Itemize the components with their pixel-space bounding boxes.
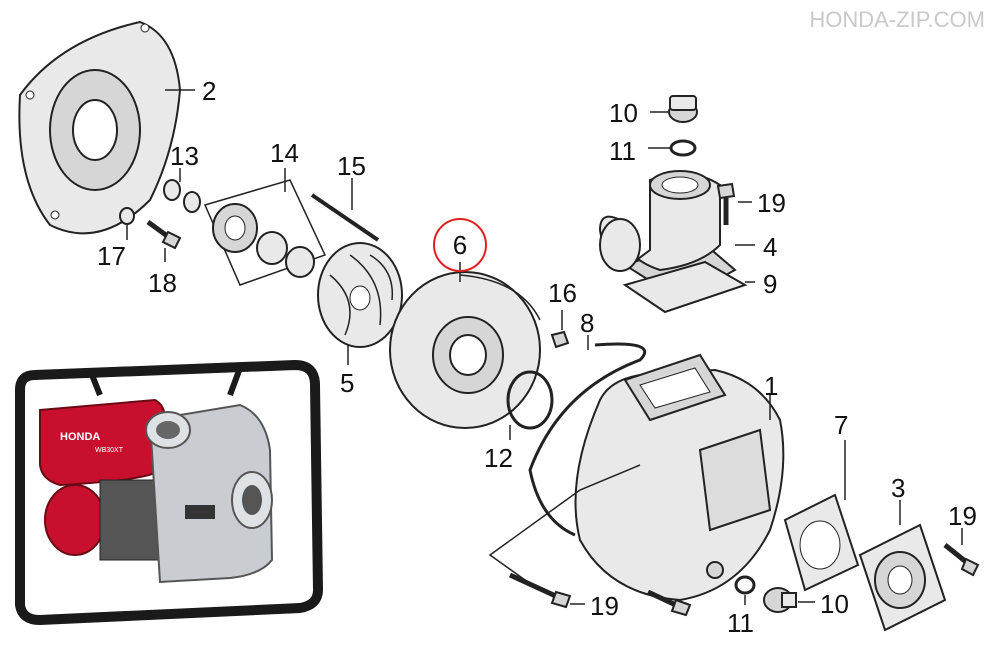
part-mechanical-seal[interactable] (203, 179, 327, 286)
part-washer[interactable] (119, 207, 135, 225)
part-bolt-19-upper[interactable] (716, 182, 736, 225)
callout-6[interactable]: 6 (453, 230, 467, 260)
callout-14: 14 (270, 138, 299, 168)
callout-11-lower: 11 (727, 608, 754, 638)
callout-19-upper: 19 (757, 188, 786, 218)
callout-2: 2 (202, 76, 216, 106)
part-drain-plug[interactable] (763, 587, 797, 613)
callout-16: 16 (548, 278, 577, 308)
callout-9: 9 (763, 269, 777, 299)
product-brand: HONDA (60, 431, 100, 443)
callout-8: 8 (580, 308, 594, 338)
watermark: HONDA-ZIP.COM (809, 7, 985, 32)
callout-4: 4 (763, 232, 777, 262)
callout-7: 7 (834, 410, 848, 440)
part-bolt-19-lower[interactable] (508, 572, 572, 609)
part-cover-plate[interactable] (18, 20, 182, 235)
product-model: WB30XT (95, 447, 124, 454)
callout-11-upper: 11 (609, 136, 636, 166)
callout-19-lower: 19 (590, 591, 619, 621)
part-gasket[interactable] (783, 493, 860, 592)
highlight-circle (433, 218, 487, 272)
callout-17: 17 (97, 241, 126, 271)
part-seal-small[interactable] (163, 179, 201, 213)
callout-15: 15 (337, 151, 366, 181)
part-elbow-gasket[interactable] (622, 260, 748, 314)
callout-10-lower: 10 (820, 589, 849, 619)
part-impeller[interactable] (317, 242, 403, 348)
callout-3: 3 (891, 473, 905, 503)
part-nut[interactable] (550, 330, 570, 349)
part-filler-cap[interactable] (668, 95, 698, 123)
part-stud[interactable] (310, 193, 380, 242)
callout-5: 5 (340, 368, 354, 398)
part-outlet-flange[interactable] (858, 523, 947, 632)
product-photo: HONDA WB30XT (5, 359, 330, 635)
part-pump-casing[interactable] (574, 353, 785, 602)
callout-18: 18 (148, 268, 177, 298)
callout-12: 12 (484, 443, 513, 473)
part-washer-11-upper[interactable] (669, 139, 697, 157)
callout-10-upper: 10 (609, 98, 638, 128)
callout-13: 13 (170, 141, 199, 171)
callout-19-right: 19 (948, 501, 977, 531)
part-washer-11-lower[interactable] (734, 575, 756, 595)
part-o-ring-large[interactable] (528, 342, 647, 537)
part-bolt-19-right[interactable] (943, 543, 980, 577)
part-o-ring-small[interactable] (506, 370, 554, 430)
part-bolt-19-mid[interactable] (646, 589, 692, 617)
callout-1: 1 (764, 371, 778, 401)
part-volute-casing[interactable] (389, 271, 541, 429)
part-bolt-18[interactable] (146, 219, 182, 250)
